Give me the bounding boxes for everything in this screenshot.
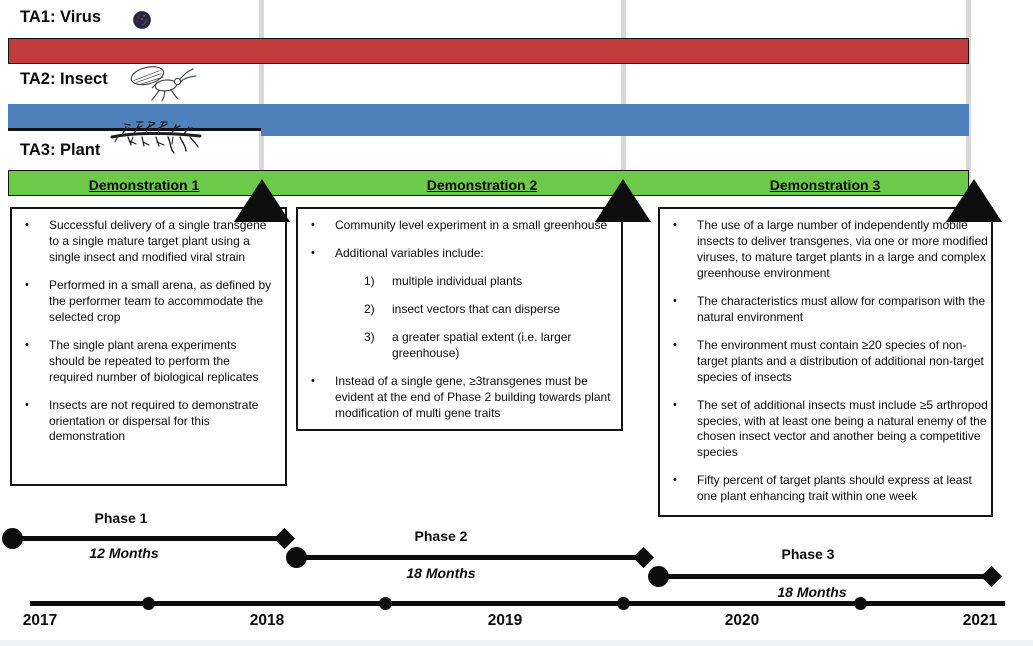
bullet-text: Insects are not required to demonstrate … <box>49 397 259 444</box>
bullet-item: • The set of additional insects must incl… <box>668 398 988 462</box>
year-label-2018: 2018 <box>249 612 285 629</box>
numbered-item: 3) a greater spatial extent (i.e. larger … <box>364 330 616 362</box>
track-label-ta3-plant: TA3: Plant <box>20 141 101 159</box>
bullet-text: The set of additional insects must inclu… <box>697 397 988 460</box>
bullet-item: • Instead of a single gene, ≥3transgenes … <box>306 374 616 422</box>
bullet-marker: • <box>673 219 677 231</box>
numbered-item: 2) insect vectors that can disperse <box>364 302 616 318</box>
bullet-text: The environment must contain ≥20 species… <box>697 337 984 384</box>
demo1-label: Demonstration 1 <box>88 177 200 193</box>
year-label-2019: 2019 <box>487 612 523 629</box>
number-marker: 1) <box>364 273 375 288</box>
bullet-marker: • <box>673 294 677 307</box>
demo2-label: Demonstration 2 <box>426 177 538 193</box>
demo1-box: • Successful delivery of a single transge… <box>10 207 287 486</box>
bullet-marker: • <box>673 398 677 411</box>
bullet-marker: • <box>673 338 677 351</box>
bullet-marker: • <box>25 278 29 291</box>
insect-icon <box>124 61 198 102</box>
milestone-triangle-demo2 <box>595 179 651 222</box>
phase3-bar <box>658 573 989 579</box>
bullet-item: • The environment must contain ≥20 specie… <box>668 338 988 386</box>
bullet-text: Additional variables include: <box>335 245 484 260</box>
demo2-box: • Community level experiment in a small g… <box>296 207 623 431</box>
bullet-item: • Insects are not required to demonstrate… <box>20 398 273 446</box>
bullet-marker: • <box>25 338 29 351</box>
bullet-item: • The use of a large number of independen… <box>668 218 988 282</box>
phase2-duration: 18 Months <box>406 565 476 581</box>
bullet-marker: • <box>673 474 677 487</box>
year-label-2021: 2021 <box>962 612 998 629</box>
year-label-2017: 2017 <box>22 612 58 629</box>
demo3-label: Demonstration 3 <box>769 177 881 193</box>
phase2-end-diamond <box>632 546 654 568</box>
bullet-text: Performed in a small arena, as defined b… <box>49 277 272 324</box>
numbered-item: 1) multiple individual plants <box>364 274 616 290</box>
bullet-text: The use of a large number of independent… <box>697 218 988 280</box>
bullet-text: The characteristics must allow for compa… <box>697 293 986 324</box>
demo3-box: • The use of a large number of independen… <box>658 207 993 517</box>
bullet-text: Successful delivery of a single transgen… <box>49 218 267 264</box>
numbered-text: a greater spatial extent (i.e. larger gr… <box>392 329 572 360</box>
bullet-item: • Fifty percent of target plants should e… <box>668 473 988 505</box>
bullet-item: • Performed in a small arena, as defined … <box>20 278 273 326</box>
number-marker: 2) <box>364 301 375 316</box>
phase3-duration: 18 Months <box>777 584 847 600</box>
phase1-label: Phase 1 <box>94 510 148 526</box>
bullet-text: Community level experiment in a small gr… <box>335 218 608 232</box>
phase3-label: Phase 3 <box>781 546 835 562</box>
bullet-marker: • <box>311 374 315 387</box>
plant-icon <box>110 107 202 163</box>
demonstrations-bar <box>8 170 969 196</box>
bullet-text: Instead of a single gene, ≥3transgenes m… <box>335 373 611 420</box>
bullet-item: • The characteristics must allow for comp… <box>668 294 988 326</box>
bullet-text: Fifty percent of target plants should ex… <box>697 473 972 504</box>
bullet-item: • Additional variables include: <box>306 246 616 262</box>
phase3-end-diamond <box>980 565 1002 587</box>
bullet-text: The single plant arena experiments shoul… <box>49 337 259 384</box>
bullet-marker: • <box>25 398 29 411</box>
year-midpoint-dot <box>141 597 155 610</box>
ta1-virus-bar <box>8 38 969 64</box>
number-marker: 3) <box>364 329 375 344</box>
phase1-duration: 12 Months <box>89 545 159 561</box>
slide-bottom-edge <box>0 640 1033 646</box>
track-label-ta2-insect: TA2: Insect <box>20 70 108 88</box>
bullet-marker: • <box>311 246 315 259</box>
numbered-text: insect vectors that can disperse <box>392 301 561 316</box>
phase2-bar <box>296 554 643 560</box>
milestone-triangle-demo1 <box>234 179 290 222</box>
bullet-marker: • <box>311 219 315 231</box>
year-label-2020: 2020 <box>724 612 760 629</box>
phase1-end-diamond <box>273 527 295 549</box>
numbered-text: multiple individual plants <box>392 273 523 288</box>
bullet-item: • Community level experiment in a small g… <box>306 218 616 234</box>
year-midpoint-dot <box>378 597 392 610</box>
milestone-triangle-demo3 <box>946 179 1002 222</box>
phase2-label: Phase 2 <box>414 528 468 544</box>
phase1-bar <box>12 535 284 541</box>
bullet-item: • The single plant arena experiments shou… <box>20 338 273 386</box>
year-midpoint-dot <box>853 597 867 610</box>
year-axis-line <box>30 601 1005 606</box>
virus-icon <box>131 9 153 31</box>
bullet-item: • Successful delivery of a single transge… <box>20 218 273 266</box>
bullet-marker: • <box>25 219 29 231</box>
ta3-plant-bar <box>261 104 969 136</box>
year-midpoint-dot <box>616 597 630 610</box>
track-label-ta1-virus: TA1: Virus <box>20 8 101 26</box>
